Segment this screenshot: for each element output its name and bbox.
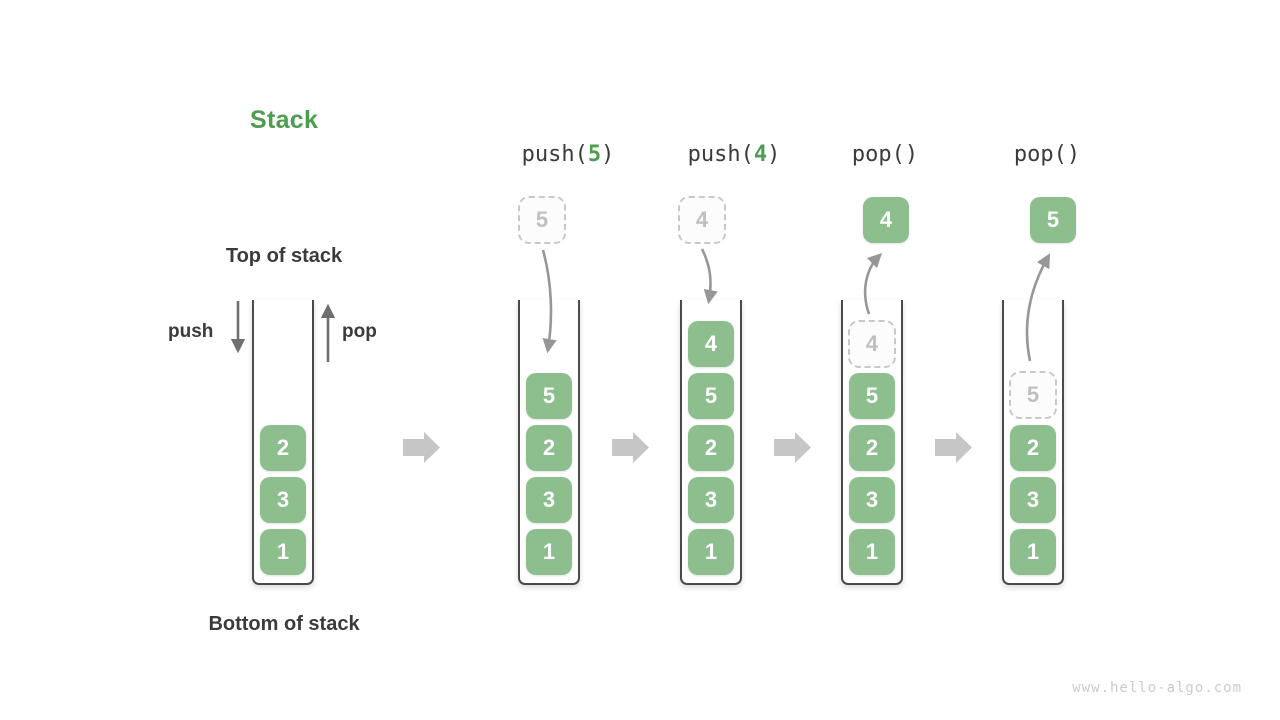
- diagram-title: Stack: [250, 106, 319, 134]
- popped-ghost-box: 5: [1009, 371, 1057, 419]
- stack-block: 5: [849, 373, 895, 419]
- operation-label-pop-1: pop(): [852, 142, 918, 167]
- incoming-ghost-box: 4: [678, 196, 726, 244]
- stack-block: 3: [260, 477, 306, 523]
- stack-block: 3: [1010, 477, 1056, 523]
- op-text: ): [601, 142, 615, 167]
- stack-block: 2: [688, 425, 734, 471]
- stack-block: 1: [849, 529, 895, 575]
- pop-label: pop: [342, 321, 377, 342]
- top-of-stack-label: Top of stack: [225, 245, 343, 267]
- watermark: www.hello-algo.com: [1072, 680, 1242, 696]
- transition-arrow-icon: [612, 432, 649, 463]
- stack-block: 3: [688, 477, 734, 523]
- stack-block: 2: [260, 425, 306, 471]
- operation-label-push-5: push(5): [522, 142, 615, 167]
- popped-value-box: 4: [863, 197, 909, 243]
- op-arg: 5: [587, 142, 602, 167]
- transition-arrow-icon: [403, 432, 440, 463]
- op-text: pop(): [1013, 142, 1081, 167]
- bottom-of-stack-label: Bottom of stack: [208, 613, 360, 635]
- stack-block: 2: [1010, 425, 1056, 471]
- op-text: push(: [687, 142, 754, 167]
- op-arg: 4: [753, 142, 768, 167]
- stack-block: 1: [260, 529, 306, 575]
- op-text: ): [767, 142, 781, 167]
- stack-block: 2: [526, 425, 572, 471]
- popped-value-box: 5: [1030, 197, 1076, 243]
- stack-block: 3: [849, 477, 895, 523]
- stack-block: 4: [688, 321, 734, 367]
- stack-block: 5: [526, 373, 572, 419]
- stack-block: 1: [1010, 529, 1056, 575]
- op-text: pop(): [851, 142, 919, 167]
- operation-label-push-4: push(4): [688, 142, 781, 167]
- op-text: push(: [521, 142, 588, 167]
- stack-block: 1: [688, 529, 734, 575]
- popped-ghost-box: 4: [848, 320, 896, 368]
- transition-arrow-icon: [774, 432, 811, 463]
- stack-block: 5: [688, 373, 734, 419]
- stack-block: 3: [526, 477, 572, 523]
- push-label: push: [168, 321, 214, 342]
- push-curve-arrow-icon: [700, 248, 718, 305]
- operation-label-pop-2: pop(): [1014, 142, 1080, 167]
- transition-arrow-icon: [935, 432, 972, 463]
- stack-block: 1: [526, 529, 572, 575]
- stack-block: 2: [849, 425, 895, 471]
- incoming-ghost-box: 5: [518, 196, 566, 244]
